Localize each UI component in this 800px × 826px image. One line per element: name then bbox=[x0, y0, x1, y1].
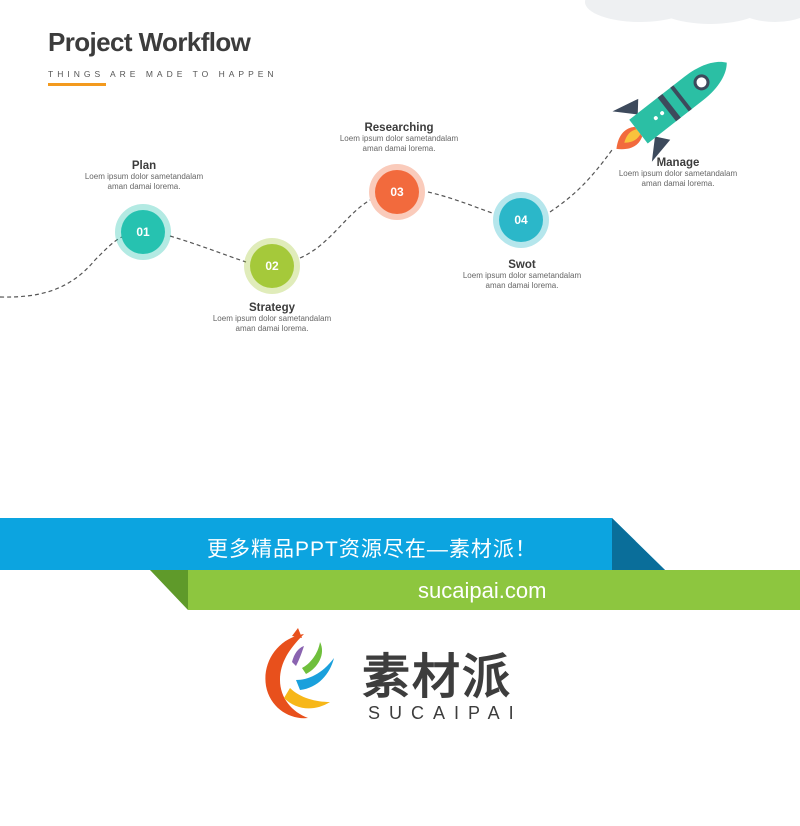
step-01-number: 01 bbox=[136, 225, 150, 239]
banner-website-link[interactable]: sucaipai.com bbox=[418, 578, 547, 603]
workflow-path bbox=[0, 149, 613, 298]
step-04-number: 04 bbox=[514, 213, 528, 227]
step-04-desc-line1: Loem ipsum dolor sametandalam bbox=[462, 271, 582, 280]
step-01-marker: 01 bbox=[115, 204, 171, 260]
brand-name-english: SUCAIPAI bbox=[368, 703, 523, 723]
step-05-desc-line2: aman damai lorema. bbox=[641, 179, 715, 188]
step-02-desc-line1: Loem ipsum dolor sametandalam bbox=[212, 314, 332, 323]
step-03-label: Researching Loem ipsum dolor sametandala… bbox=[327, 122, 471, 154]
rocket-icon bbox=[612, 61, 727, 162]
step-03-marker: 03 bbox=[369, 164, 425, 220]
step-02-label: Strategy Loem ipsum dolor sametandalam a… bbox=[200, 302, 344, 334]
step-05-label: Manage Loem ipsum dolor sametandalam ama… bbox=[606, 157, 750, 189]
step-04-desc-line2: aman damai lorema. bbox=[485, 281, 559, 290]
step-02-number: 02 bbox=[265, 259, 279, 273]
title-underline bbox=[48, 83, 106, 86]
step-04-label: Swot Loem ipsum dolor sametandalam aman … bbox=[450, 259, 594, 291]
step-04-title: Swot bbox=[508, 259, 536, 271]
cloud-decoration bbox=[585, 0, 800, 24]
step-02-marker: 02 bbox=[244, 238, 300, 294]
step-05-desc-line1: Loem ipsum dolor sametandalam bbox=[618, 169, 738, 178]
step-04-marker: 04 bbox=[493, 192, 549, 248]
brand-logo-icon bbox=[265, 628, 334, 719]
promo-banner bbox=[0, 518, 800, 610]
page-subtitle: THINGS ARE MADE TO HAPPEN bbox=[48, 69, 278, 79]
step-03-number: 03 bbox=[390, 185, 404, 199]
step-02-desc-line2: aman damai lorema. bbox=[235, 324, 309, 333]
banner-promo-text: 更多精品PPT资源尽在—素材派！ bbox=[207, 538, 537, 561]
step-02-title: Strategy bbox=[248, 302, 296, 314]
step-01-title: Plan bbox=[131, 160, 157, 172]
step-05-title: Manage bbox=[656, 157, 700, 169]
step-01-desc-line2: aman damai lorema. bbox=[107, 182, 181, 191]
step-01-desc-line1: Loem ipsum dolor sametandalam bbox=[84, 172, 204, 181]
step-03-desc-line1: Loem ipsum dolor sametandalam bbox=[339, 134, 459, 143]
step-03-title: Researching bbox=[364, 122, 434, 134]
step-03-desc-line2: aman damai lorema. bbox=[362, 144, 436, 153]
page-title: Project Workflow bbox=[48, 27, 251, 57]
brand-name-chinese: 素材派 bbox=[362, 649, 513, 705]
step-01-label: Plan Loem ipsum dolor sametandalam aman … bbox=[72, 160, 216, 192]
